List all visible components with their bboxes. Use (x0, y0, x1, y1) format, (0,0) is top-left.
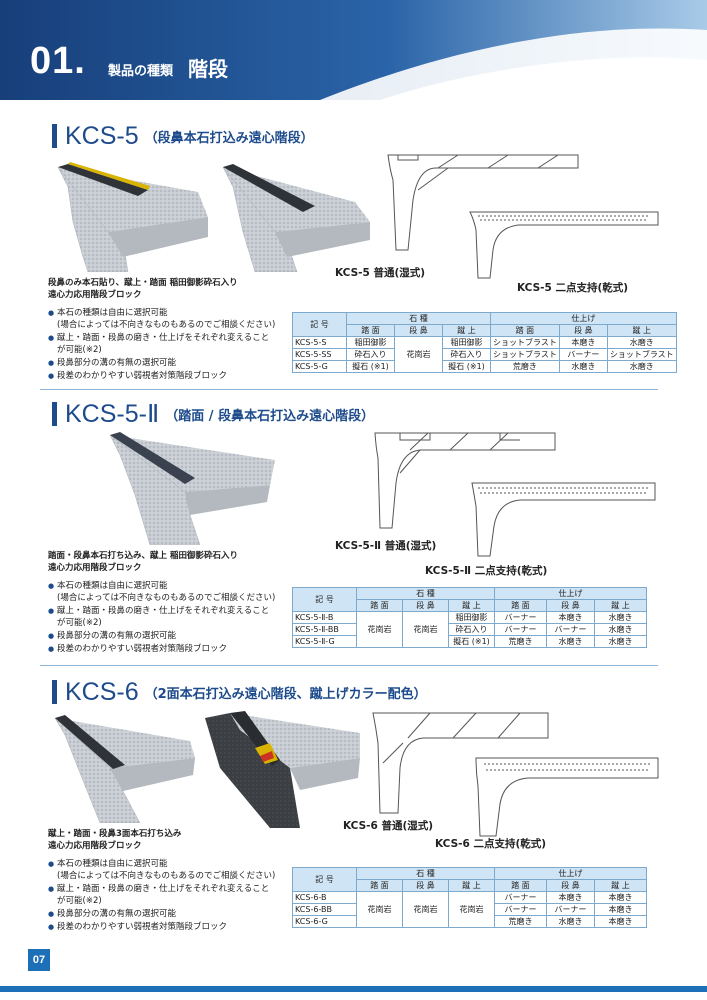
feature-item: 段鼻部分の溝の有無の選択可能 (48, 630, 288, 642)
col-kigo: 記 号 (292, 867, 357, 892)
product-code: KCS-5 (65, 122, 139, 150)
table-row: KCS-5-Ⅱ-G 擬石 (※1) 荒磨き 水磨き 水磨き (292, 635, 647, 648)
title-bar (52, 680, 57, 704)
section-divider (40, 389, 658, 390)
drawing-caption-wet: KCS-5-Ⅱ 普通(湿式) (335, 540, 437, 552)
col-stone: 石 種 (346, 312, 491, 325)
feature-item: 段鼻部分の溝の有無の選択可能 (48, 908, 288, 920)
drawing-caption-dry: KCS-5-Ⅱ 二点支持(乾式) (425, 565, 548, 577)
feature-item: 段差のわかりやすい弱視者対策階段ブロック (48, 643, 288, 655)
feature-item: 本石の種類は自由に選択可能(場合によっては不向きなものもあるのでご相談ください) (48, 307, 288, 331)
drawing-caption-wet: KCS-6 普通(湿式) (343, 820, 434, 832)
section-title: KCS-5-Ⅱ （踏面 / 段鼻本石打込み遠心階段） (52, 400, 375, 428)
cross-section-drawing (374, 432, 656, 557)
drawing-caption-wet: KCS-5 普通(湿式) (335, 267, 426, 279)
product-photo-2 (200, 708, 370, 828)
product-details: 段鼻のみ本石貼り、蹴上・踏面 稲田御影砕石入り 遠心力応用階段ブロック 本石の種… (48, 277, 288, 383)
header-wave-graphic (0, 0, 707, 100)
page-header: 01. 製品の種類 階段 (0, 0, 707, 100)
feature-item: 本石の種類は自由に選択可能(場合によっては不向きなものもあるのでご相談ください) (48, 858, 288, 882)
feature-list: 本石の種類は自由に選択可能(場合によっては不向きなものもあるのでご相談ください)… (48, 858, 288, 933)
details-heading-1: 蹴上・踏面・段鼻3面本石打ち込み (48, 829, 182, 839)
section-title: KCS-6 （2面本石打込み遠心階段、蹴上げカラー配色） (52, 678, 427, 706)
title-bar (52, 402, 57, 426)
drawing-caption-dry: KCS-5 二点支持(乾式) (517, 282, 629, 294)
table-row: KCS-5-SS 砕石入り 砕石入り ショットブラスト バーナー ショットブラス… (292, 348, 677, 361)
details-heading-1: 段鼻のみ本石貼り、蹴上・踏面 稲田御影砕石入り (48, 278, 238, 288)
details-heading-2: 遠心力応用階段ブロック (48, 841, 142, 851)
chapter-subtitle: 製品の種類 (108, 64, 174, 79)
drawing-caption-dry: KCS-6 二点支持(乾式) (435, 838, 547, 850)
col-stone: 石 種 (356, 867, 495, 880)
cross-section-drawing (387, 154, 659, 279)
section-divider (40, 665, 658, 666)
col-finish: 仕上げ (494, 587, 647, 600)
title-bar (52, 124, 57, 148)
chapter-title: 階段 (188, 57, 228, 81)
col-finish: 仕上げ (494, 867, 647, 880)
table-row: KCS-6-G 荒磨き 水磨き 本磨き (292, 915, 647, 928)
details-heading-2: 遠心力応用階段ブロック (48, 563, 142, 573)
table-row: KCS-5-Ⅱ-BB 砕石入り バーナー バーナー 水磨き (292, 623, 647, 636)
feature-item: 段鼻部分の溝の有無の選択可能 (48, 357, 288, 369)
feature-item: 段差のわかりやすい弱視者対策階段ブロック (48, 921, 288, 933)
spec-table: 記 号 石 種 仕上げ 踏 面 段 鼻 蹴 上 踏 面 段 鼻 蹴 上 KCS-… (292, 312, 677, 373)
product-photo-2 (215, 162, 375, 272)
col-finish: 仕上げ (490, 312, 677, 325)
col-kigo: 記 号 (292, 312, 347, 337)
col-stone: 石 種 (356, 587, 495, 600)
product-photo (105, 430, 280, 545)
table-row: KCS-5-S 稲田御影 花崗岩 稲田御影 ショットブラスト 本磨き 水磨き (292, 336, 677, 373)
table-row: KCS-6-B 花崗岩 花崗岩 花崗岩 バーナー 本磨き 本磨き (292, 891, 647, 928)
page-number: 07 (28, 949, 50, 971)
table-row: KCS-5-Ⅱ-B 花崗岩 花崗岩 稲田御影 バーナー 本磨き 水磨き (292, 611, 647, 648)
product-photo-1 (45, 713, 200, 823)
feature-list: 本石の種類は自由に選択可能(場合によっては不向きなものもあるのでご相談ください)… (48, 307, 288, 382)
col-kigo: 記 号 (292, 587, 357, 612)
product-code: KCS-6 (65, 678, 139, 706)
cross-section-drawing (372, 712, 659, 837)
details-heading-2: 遠心力応用階段ブロック (48, 290, 142, 300)
spec-table: 記 号 石 種 仕上げ 踏 面 段 鼻 蹴 上 踏 面 段 鼻 蹴 上 KCS-… (292, 867, 647, 928)
product-description: （段鼻本石打込み遠心階段） (144, 131, 314, 146)
feature-list: 本石の種類は自由に選択可能(場合によっては不向きなものもあるのでご相談ください)… (48, 580, 288, 655)
feature-item: 本石の種類は自由に選択可能(場合によっては不向きなものもあるのでご相談ください) (48, 580, 288, 604)
footer-bar (0, 986, 707, 992)
product-code: KCS-5-Ⅱ (65, 400, 160, 428)
details-heading-1: 踏面・段鼻本石打ち込み、蹴上 稲田御影砕石入り (48, 551, 238, 561)
spec-table: 記 号 石 種 仕上げ 踏 面 段 鼻 蹴 上 踏 面 段 鼻 蹴 上 KCS-… (292, 587, 647, 648)
chapter-number: 01. (30, 40, 86, 82)
table-row: KCS-5-G 擬石 (※1) 擬石 (※1) 荒磨き 水磨き 水磨き (292, 360, 677, 373)
section-title: KCS-5 （段鼻本石打込み遠心階段） (52, 122, 314, 150)
table-row: KCS-6-BB バーナー バーナー 本磨き (292, 903, 647, 916)
product-description: （踏面 / 段鼻本石打込み遠心階段） (165, 409, 375, 424)
product-details: 踏面・段鼻本石打ち込み、蹴上 稲田御影砕石入り 遠心力応用階段ブロック 本石の種… (48, 550, 288, 656)
product-description: （2面本石打込み遠心階段、蹴上げカラー配色） (144, 687, 427, 702)
product-photo-1 (48, 162, 213, 272)
feature-item: 段差のわかりやすい弱視者対策階段ブロック (48, 370, 288, 382)
product-details: 蹴上・踏面・段鼻3面本石打ち込み 遠心力応用階段ブロック 本石の種類は自由に選択… (48, 828, 288, 934)
